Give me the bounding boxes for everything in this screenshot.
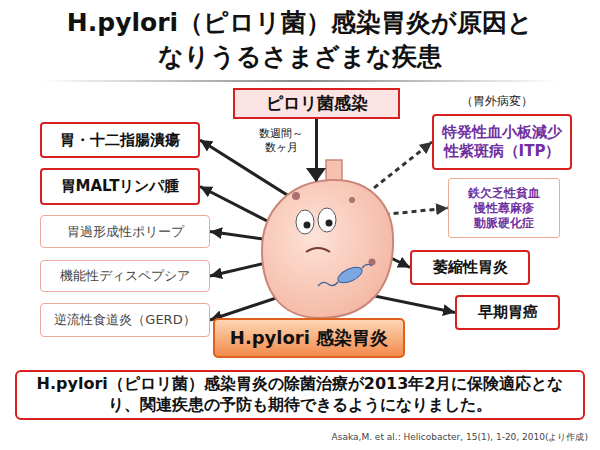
title-underline — [40, 80, 560, 82]
extragastric-box: 鉄欠乏性貧血 慢性蕁麻疹 動脈硬化症 — [448, 178, 560, 238]
disease-box: 胃MALTリンパ腫 — [40, 168, 200, 205]
edge-label: 数週間～ 数ヶ月 — [254, 127, 308, 156]
eye — [296, 210, 314, 234]
node-text: 早期胃癌 — [478, 303, 538, 322]
node-text: 胃・十二指腸潰瘍 — [60, 131, 180, 150]
node-text: 逆流性食道炎（GERD） — [54, 311, 195, 329]
text-group: ピロリ菌感染 — [266, 92, 368, 115]
disease-box: 胃過形成性ポリープ — [40, 215, 210, 248]
node-text: 鉄欠乏性貧血 慢性蕁麻疹 動脈硬化症 — [452, 186, 556, 231]
text-group: 鉄欠乏性貧血 慢性蕁麻疹 動脈硬化症 — [452, 186, 556, 231]
node-text: 萎縮性胃炎 — [433, 258, 508, 277]
extragastric-box: 特発性血小板減少性紫斑病（ITP） — [432, 114, 572, 170]
arrow-head — [306, 168, 326, 182]
eye — [318, 208, 336, 232]
text-group: 逆流性食道炎（GERD） — [54, 311, 195, 329]
text-group: 特発性血小板減少性紫斑病（ITP） — [437, 123, 567, 161]
node-text: H.pylori 感染胃炎 — [230, 326, 388, 350]
text-group: 胃MALTリンパ腫 — [61, 177, 180, 196]
text-group: H.pylori（ピロリ菌）感染胃炎の除菌治療が2013年2月に保険適応となり、… — [25, 374, 575, 416]
node-text: H.pylori（ピロリ菌）感染胃炎の除菌治療が2013年2月に保険適応となり、… — [25, 374, 575, 416]
disease-box: 機能性ディスペプシア — [40, 260, 210, 292]
gastritis-box: H.pylori 感染胃炎 — [213, 318, 405, 358]
node-text: 胃MALTリンパ腫 — [61, 177, 180, 196]
node-text: 胃過形成性ポリープ — [67, 223, 184, 241]
disease-box: 逆流性食道炎（GERD） — [40, 303, 210, 337]
text-group: 機能性ディスペプシア — [60, 267, 190, 285]
text-group: 胃・十二指腸潰瘍 — [60, 131, 180, 150]
start-box: ピロリ菌感染 — [233, 88, 400, 119]
note-banner: H.pylori（ピロリ菌）感染胃炎の除菌治療が2013年2月に保険適応となり、… — [15, 370, 585, 420]
text-group: 胃過形成性ポリープ — [67, 223, 184, 241]
bacterium — [318, 264, 372, 286]
text-group: 早期胃癌 — [478, 303, 538, 322]
mouth — [306, 248, 330, 252]
lesion-spot — [292, 192, 300, 200]
node-text: 機能性ディスペプシア — [60, 267, 190, 285]
region-label: （胃外病変） — [452, 93, 542, 110]
node-text: ピロリ菌感染 — [266, 92, 368, 115]
stomach-outline — [262, 180, 393, 318]
node-text: 特発性血小板減少性紫斑病（ITP） — [437, 123, 567, 161]
text-group: H.pylori 感染胃炎 — [230, 326, 388, 350]
pupil — [304, 222, 311, 229]
title: H.pylori（ピロリ菌）感染胃炎が原因と なりうるさまざまな疾患 — [5, 6, 595, 74]
disease-box: 萎縮性胃炎 — [410, 250, 530, 285]
lesion-spot — [349, 197, 355, 203]
disease-box: 胃・十二指腸潰瘍 — [40, 122, 200, 158]
text-group: 萎縮性胃炎 — [433, 258, 508, 277]
pupil — [326, 220, 333, 227]
disease-box: 早期胃癌 — [455, 295, 560, 330]
source-caption: Asaka,M. et al.: Helicobacter, 15(1), 1-… — [332, 431, 588, 444]
